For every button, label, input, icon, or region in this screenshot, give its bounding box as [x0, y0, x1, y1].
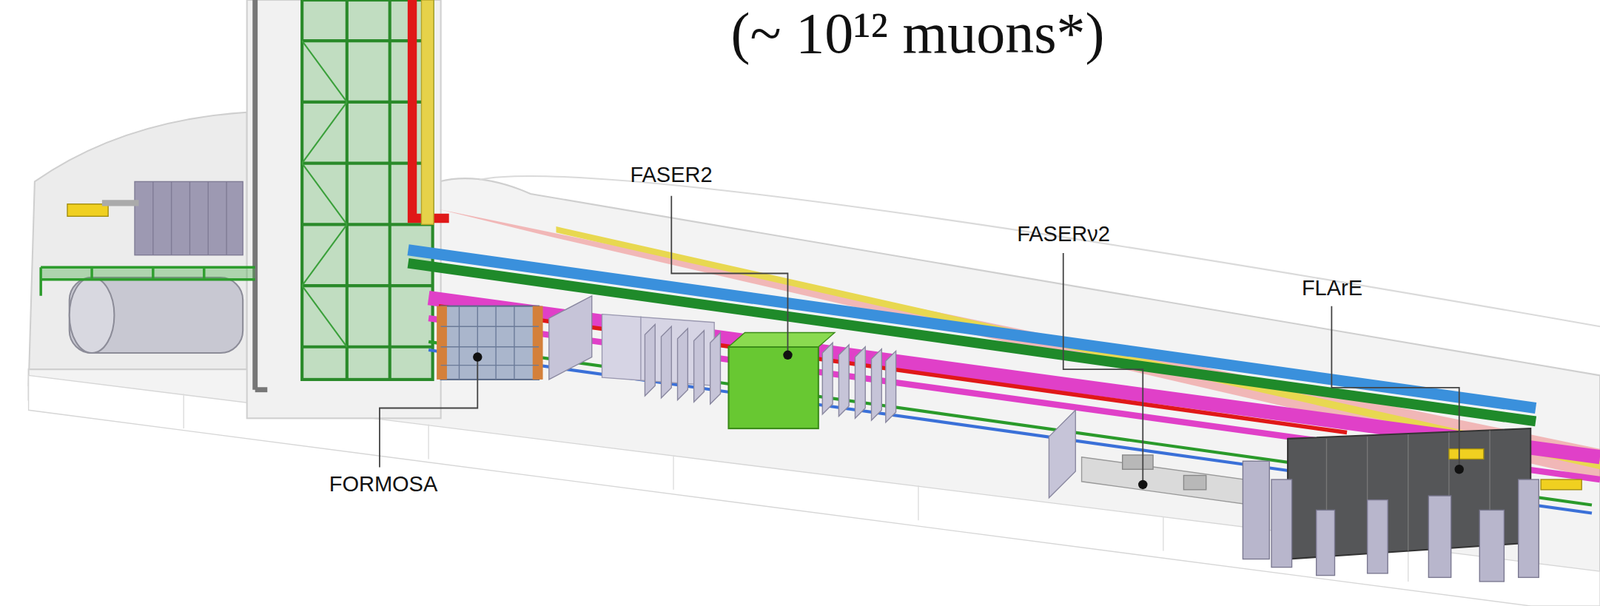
leader-line	[379, 196, 1460, 483]
faser-nu2-detector	[1081, 457, 1246, 504]
cryo-equipment	[1242, 461, 1270, 559]
yellow-pipe	[421, 0, 434, 225]
crane	[67, 204, 109, 217]
green-pipe	[408, 263, 1537, 422]
crane	[1449, 449, 1484, 460]
detector-label: FASERν2	[1016, 222, 1111, 247]
shield-plate	[1048, 409, 1076, 499]
detector-label: FASER2	[629, 163, 712, 188]
railing	[40, 267, 256, 297]
equipment-rack	[134, 181, 243, 255]
blue-pipe	[408, 250, 1537, 409]
side-chamber	[28, 112, 248, 414]
detector-label: FLArE	[1301, 276, 1363, 301]
tank	[69, 277, 243, 354]
shaft-pipe	[252, 0, 258, 391]
shield-plate	[549, 296, 593, 380]
faser2-magnet	[728, 347, 818, 429]
muon-count-note: (~ 10¹² muons*)	[731, 1, 1105, 66]
detector-label: FORMOSA	[329, 472, 439, 497]
formosa-detector	[441, 306, 539, 380]
